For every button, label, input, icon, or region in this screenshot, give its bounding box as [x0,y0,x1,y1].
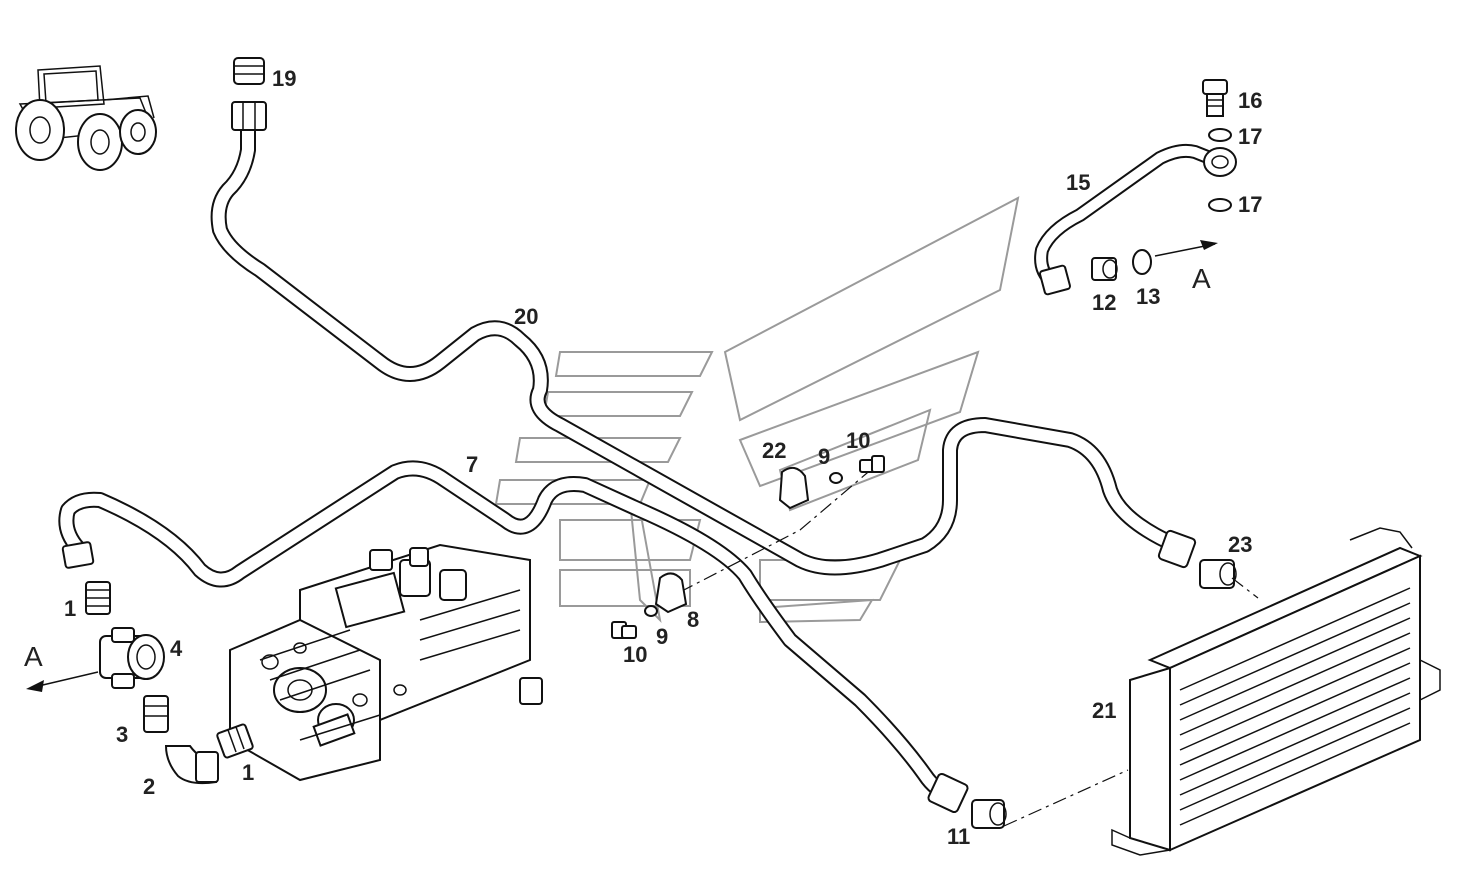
fitting-23 [1199,559,1237,589]
pipe-15 [1034,143,1222,289]
callout-11: 11 [947,824,970,849]
fitting-3 [143,695,169,733]
callout-10-upper: 10 [846,428,870,453]
brand-watermark-logo [494,196,1020,624]
callout-20: 20 [514,304,538,329]
o-ring-13 [1132,249,1152,275]
elbow-fitting-2 [164,745,219,785]
callout-13: 13 [1136,284,1160,309]
washer-9-top [829,472,843,484]
washer-9-bottom [644,605,658,617]
callout-8: 8 [687,607,699,632]
clamp-8 [654,572,688,614]
callout-16: 16 [1238,88,1262,113]
callout-4: 4 [170,636,183,661]
callout-10-lower: 10 [623,642,647,667]
callout-7: 7 [466,452,478,477]
nut-on-pipe-15 [1039,264,1071,296]
fitting-16 [1202,79,1228,117]
fitting-12 [1091,257,1118,281]
clamp-22 [778,466,810,510]
arrow-a-left [26,671,99,692]
callout-17-upper: 17 [1238,124,1262,149]
oil-cooler-21 [1111,527,1441,856]
bolt-10-top [859,455,885,473]
arrow-a-right [1154,240,1218,257]
centerline-clamp [679,461,881,593]
callout-17-lower: 17 [1238,192,1262,217]
banjo-fitting [1203,147,1237,177]
fitting-11 [971,799,1007,829]
control-valve-block [229,543,543,782]
callout-2: 2 [143,774,155,799]
callout-9-upper: 9 [818,444,830,469]
callout-3: 3 [116,722,128,747]
tractor-icon [15,65,157,171]
callout-1-lower: 1 [242,760,254,785]
callout-23: 23 [1228,532,1252,557]
nut-on-pipe-20 [1157,529,1197,569]
callout-21: 21 [1092,698,1116,723]
nut-on-pipe-7 [927,772,969,814]
callout-19: 19 [272,66,296,91]
callout-1-upper: 1 [64,596,76,621]
centerline-cooler-top [1231,577,1259,599]
callout-15: 15 [1066,170,1090,195]
callout-9-lower: 9 [656,624,668,649]
pipe-20 [210,112,1183,576]
fitting-1-bottom [216,723,254,759]
nut-on-pipe-7-left [61,541,95,569]
callout-22: 22 [762,438,786,463]
fitting-19 [231,57,267,131]
callout-12: 12 [1092,290,1116,315]
tee-fitting-4 [99,627,165,689]
fitting-1-top [85,581,111,615]
view-marker-a-left: A [24,641,43,672]
bolt-10-bottom [611,621,637,639]
view-marker-a-right: A [1192,263,1211,294]
pipe-7 [58,460,958,803]
washer-17-bottom [1208,198,1232,212]
cooler-fins [1179,587,1411,826]
centerline-cooler-bottom [1003,769,1129,827]
washer-17-top [1208,128,1232,142]
